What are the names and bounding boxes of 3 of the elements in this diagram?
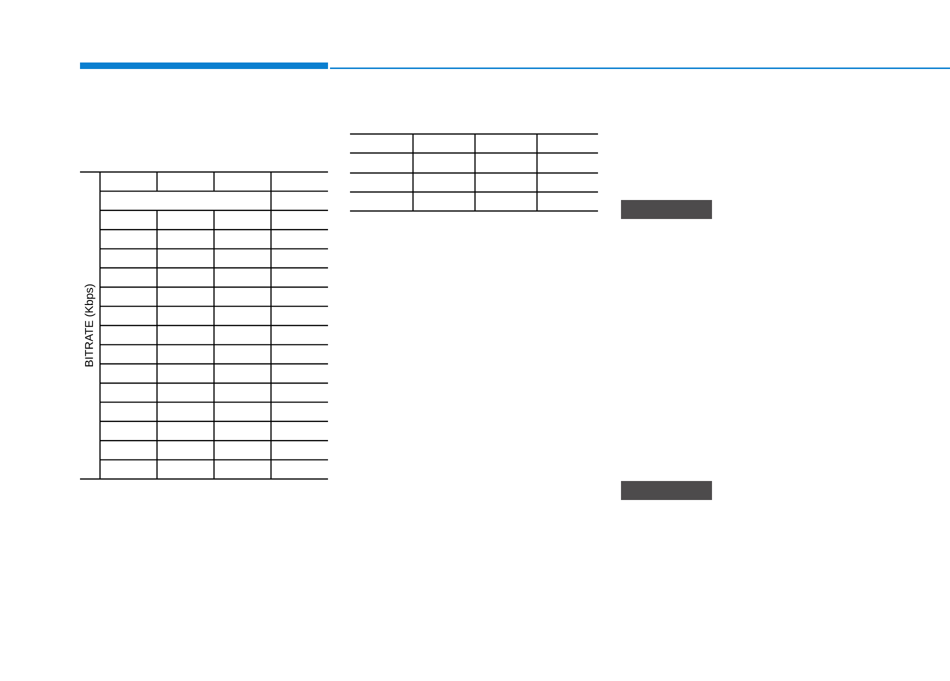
axis-label: BITRATE (Kbps) (84, 284, 96, 366)
section-bar (621, 481, 712, 500)
section-bar (621, 200, 712, 219)
